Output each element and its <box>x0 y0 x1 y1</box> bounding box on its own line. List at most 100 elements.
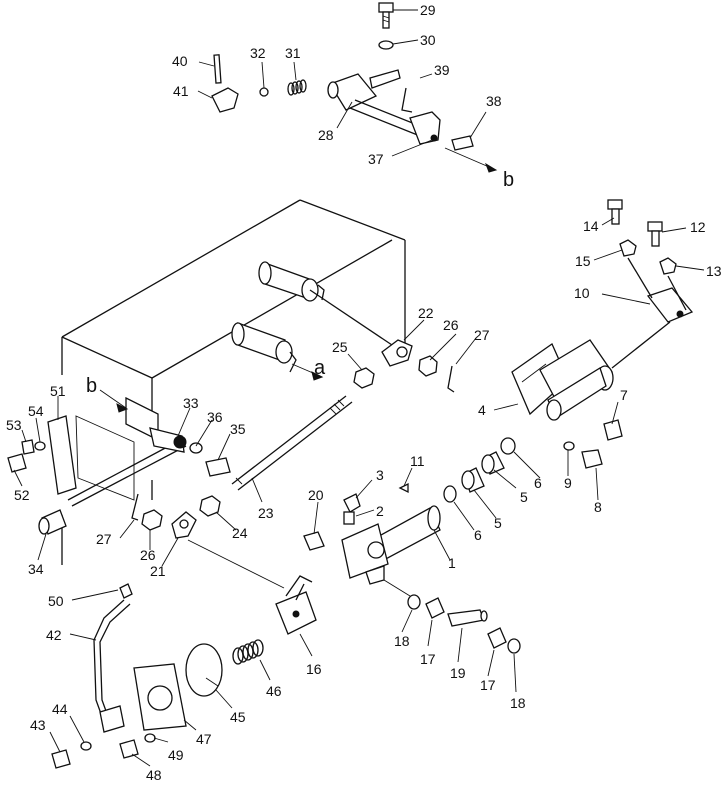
callout-6-lower: 6 <box>474 527 482 543</box>
callout-b-top: b <box>503 169 514 191</box>
part-41-knob <box>211 87 239 113</box>
part-40-pin <box>213 54 222 84</box>
part-52-bolt <box>7 453 27 473</box>
part-38-pin <box>451 135 474 151</box>
callout-b-left: b <box>86 375 97 397</box>
part-7-bolt <box>603 419 623 441</box>
callout-23: 23 <box>258 505 274 521</box>
part-8-bolt <box>581 449 603 469</box>
callout-52: 52 <box>14 487 30 503</box>
callout-36: 36 <box>207 409 223 425</box>
part-6-bushing-a <box>500 437 516 455</box>
part-54-washer <box>34 441 46 451</box>
callout-41: 41 <box>173 83 189 99</box>
callout-45: 45 <box>230 709 246 725</box>
part-39-clip <box>401 87 413 113</box>
callout-26-lower: 26 <box>140 547 156 563</box>
part-28-lever <box>327 69 431 139</box>
callout-5-upper: 5 <box>520 489 528 505</box>
callout-15: 15 <box>575 253 591 269</box>
callout-29: 29 <box>420 2 436 18</box>
callout-54: 54 <box>28 403 44 419</box>
leader-lines <box>13 217 705 767</box>
callout-33: 33 <box>183 395 199 411</box>
callout-20: 20 <box>308 487 324 503</box>
callout-2: 2 <box>376 503 384 519</box>
callout-37: 37 <box>368 151 384 167</box>
right-bracket-assembly <box>511 199 694 469</box>
callout-28: 28 <box>318 127 334 143</box>
callout-44: 44 <box>52 701 68 717</box>
part-30-washer <box>378 40 394 50</box>
part-53-bolt <box>21 439 35 455</box>
callout-21: 21 <box>150 563 166 579</box>
callout-40: 40 <box>172 53 188 69</box>
callout-25: 25 <box>332 339 348 355</box>
part-17-bushing-b <box>487 627 507 649</box>
part-44-washer <box>80 741 92 751</box>
callout-32: 32 <box>250 45 266 61</box>
part-48-bolt <box>119 739 139 759</box>
part-22-rod-end <box>381 339 413 367</box>
callout-30: 30 <box>420 32 436 48</box>
callout-4: 4 <box>478 402 486 418</box>
part-25-nut <box>353 367 375 389</box>
callout-17-right: 17 <box>480 677 496 693</box>
part-15-nut <box>619 239 637 257</box>
panel-b-mount <box>75 396 159 501</box>
callout-10: 10 <box>574 285 590 301</box>
part-47-plate <box>133 663 187 731</box>
part-50-cap <box>119 583 133 599</box>
part-18-washer-b <box>507 638 521 654</box>
callout-13: 13 <box>706 263 722 279</box>
callout-47: 47 <box>196 731 212 747</box>
callout-24: 24 <box>232 525 248 541</box>
callout-6-upper: 6 <box>534 475 542 491</box>
callout-34: 34 <box>28 561 44 577</box>
callout-1: 1 <box>448 555 456 571</box>
callout-18-right: 18 <box>510 695 526 711</box>
callout-38: 38 <box>486 93 502 109</box>
part-49-washer <box>144 733 156 743</box>
part-16-block <box>275 575 317 635</box>
callout-3: 3 <box>376 467 384 483</box>
callout-9: 9 <box>564 475 572 491</box>
callout-18-left: 18 <box>394 633 410 649</box>
part-29-bolt <box>378 2 394 29</box>
part-9-washer <box>563 441 575 451</box>
part-5-bushing-b <box>461 467 485 493</box>
callout-48: 48 <box>146 767 162 783</box>
part-4-mount <box>511 321 671 421</box>
part-5-bushing-a <box>481 451 505 475</box>
callout-11: 11 <box>410 453 425 469</box>
callout-35: 35 <box>230 421 246 437</box>
callout-42: 42 <box>46 627 62 643</box>
part-2-bolt <box>343 511 355 525</box>
part-12-bolt <box>647 221 663 247</box>
callout-51: 51 <box>50 383 66 399</box>
part-42-tube <box>93 599 131 733</box>
part-1-shaft-lever <box>341 505 441 585</box>
part-3-clip <box>343 493 361 513</box>
callout-5-lower: 5 <box>494 515 502 531</box>
part-14-bolt <box>607 199 623 225</box>
callout-8: 8 <box>594 499 602 515</box>
part-6-bushing-b <box>443 485 457 503</box>
callout-53: 53 <box>6 417 22 433</box>
cylinder-lower <box>231 322 324 381</box>
part-37-bracket <box>409 111 441 145</box>
part-31-spring <box>287 79 307 96</box>
part-43-bolt <box>51 749 71 769</box>
top-lever-assembly <box>197 2 498 173</box>
callout-27-lower: 27 <box>96 531 112 547</box>
callout-50: 50 <box>48 593 64 609</box>
callout-49: 49 <box>168 747 184 763</box>
callout-26-upper: 26 <box>443 317 459 333</box>
callout-43: 43 <box>30 717 46 733</box>
part-36-washer <box>189 442 203 454</box>
part-18-washer-a <box>407 594 421 610</box>
part-23-rod <box>231 395 353 491</box>
part-19-pin <box>447 609 488 627</box>
